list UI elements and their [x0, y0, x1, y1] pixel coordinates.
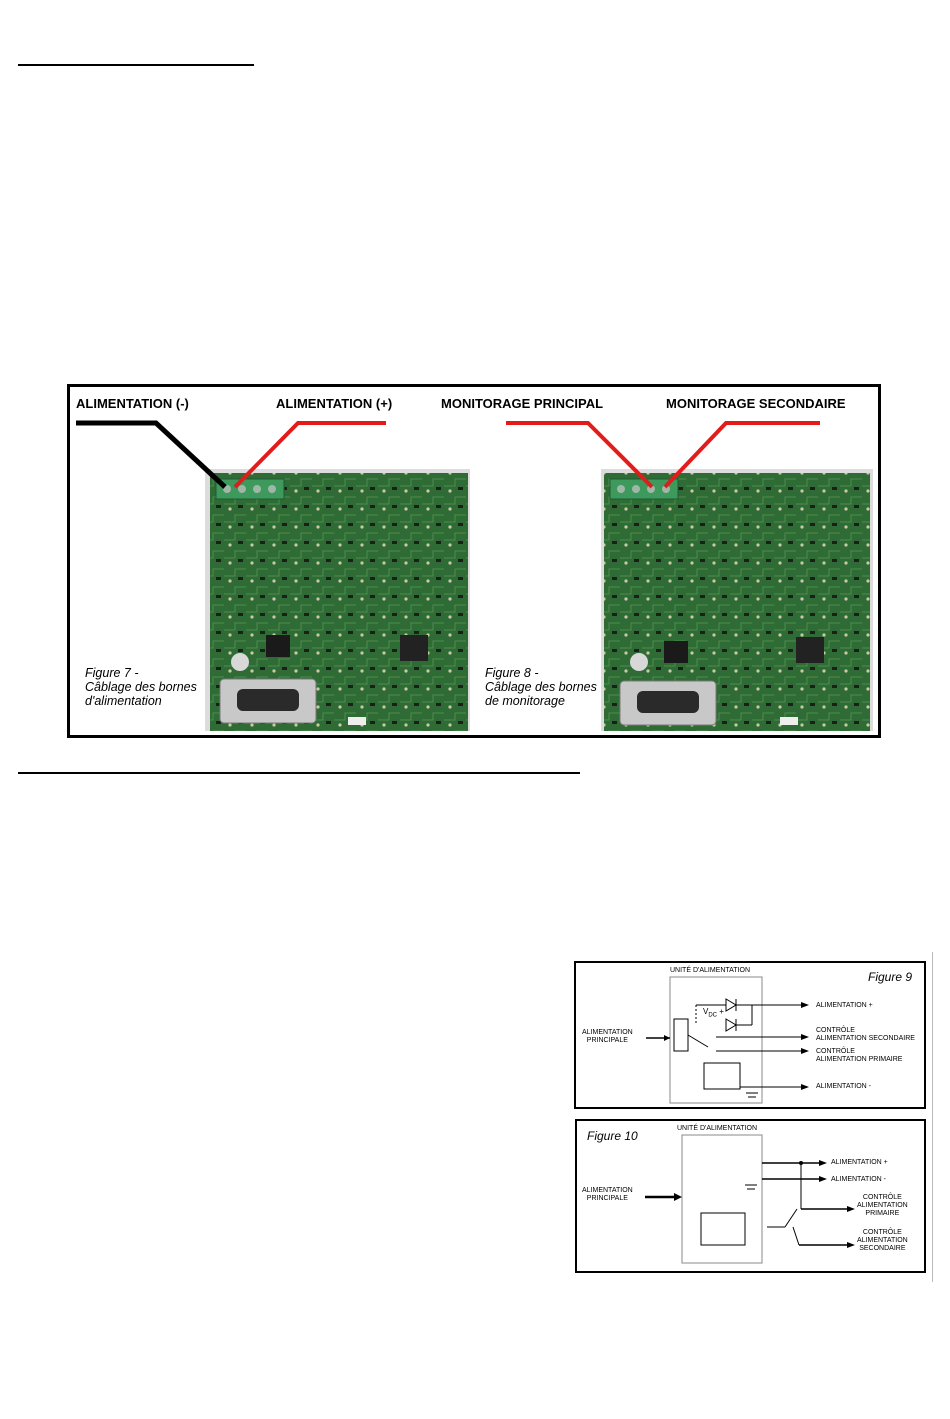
- figure-8-caption: Figure 8 - Câblage des bornes de monitor…: [482, 665, 600, 709]
- figure-10-schematic: Figure 10 UNITÉ D'ALIMENTATION ALIMENTAT…: [575, 1119, 926, 1273]
- figure-9-wiring: [646, 976, 809, 1104]
- wire-red-main: [506, 421, 654, 489]
- label-monitorage-secondaire: MONITORAGE SECONDAIRE: [666, 396, 846, 411]
- figure-9-unit-label: UNITÉ D'ALIMENTATION: [670, 967, 751, 974]
- figure-10-out-neg: ALIMENTATION -: [831, 1176, 886, 1183]
- label-monitorage-principal: MONITORAGE PRINCIPAL: [441, 396, 604, 411]
- figure-7-8-panel: ALIMENTATION (-) ALIMENTATION (+) MONITO…: [67, 384, 881, 738]
- margin-mark: [932, 952, 933, 1282]
- middle-rule: [18, 772, 580, 774]
- figure-10-wiring: [645, 1134, 855, 1264]
- pcb-board-left: [205, 469, 470, 731]
- figure-10-out-pos: ALIMENTATION +: [831, 1159, 888, 1166]
- wire-black-neg: [76, 420, 227, 489]
- label-alimentation-pos: ALIMENTATION (+): [276, 396, 393, 411]
- figure-9-out-pos: ALIMENTATION +: [816, 1002, 873, 1009]
- figure-9-schematic: Figure 9 UNITÉ D'ALIMENTATION ALIMENTATI…: [574, 961, 926, 1109]
- figure-7-caption: Figure 7 - Câblage des bornes d'alimenta…: [82, 665, 200, 709]
- pcb-board-right: [601, 469, 873, 731]
- figure-9-out-neg: ALIMENTATION -: [816, 1083, 871, 1090]
- figure-9-title: Figure 9: [868, 970, 913, 984]
- pcb-photos: [76, 420, 873, 731]
- wire-red-pos: [233, 421, 386, 489]
- wire-red-sec: [663, 421, 820, 489]
- figure-10-unit-label: UNITÉ D'ALIMENTATION: [677, 1125, 758, 1132]
- label-alimentation-neg: ALIMENTATION (-): [76, 396, 189, 411]
- figure-9-vdc-label: VDC +: [703, 1007, 724, 1019]
- figure-10-title: Figure 10: [587, 1129, 638, 1143]
- top-rule: [18, 64, 254, 66]
